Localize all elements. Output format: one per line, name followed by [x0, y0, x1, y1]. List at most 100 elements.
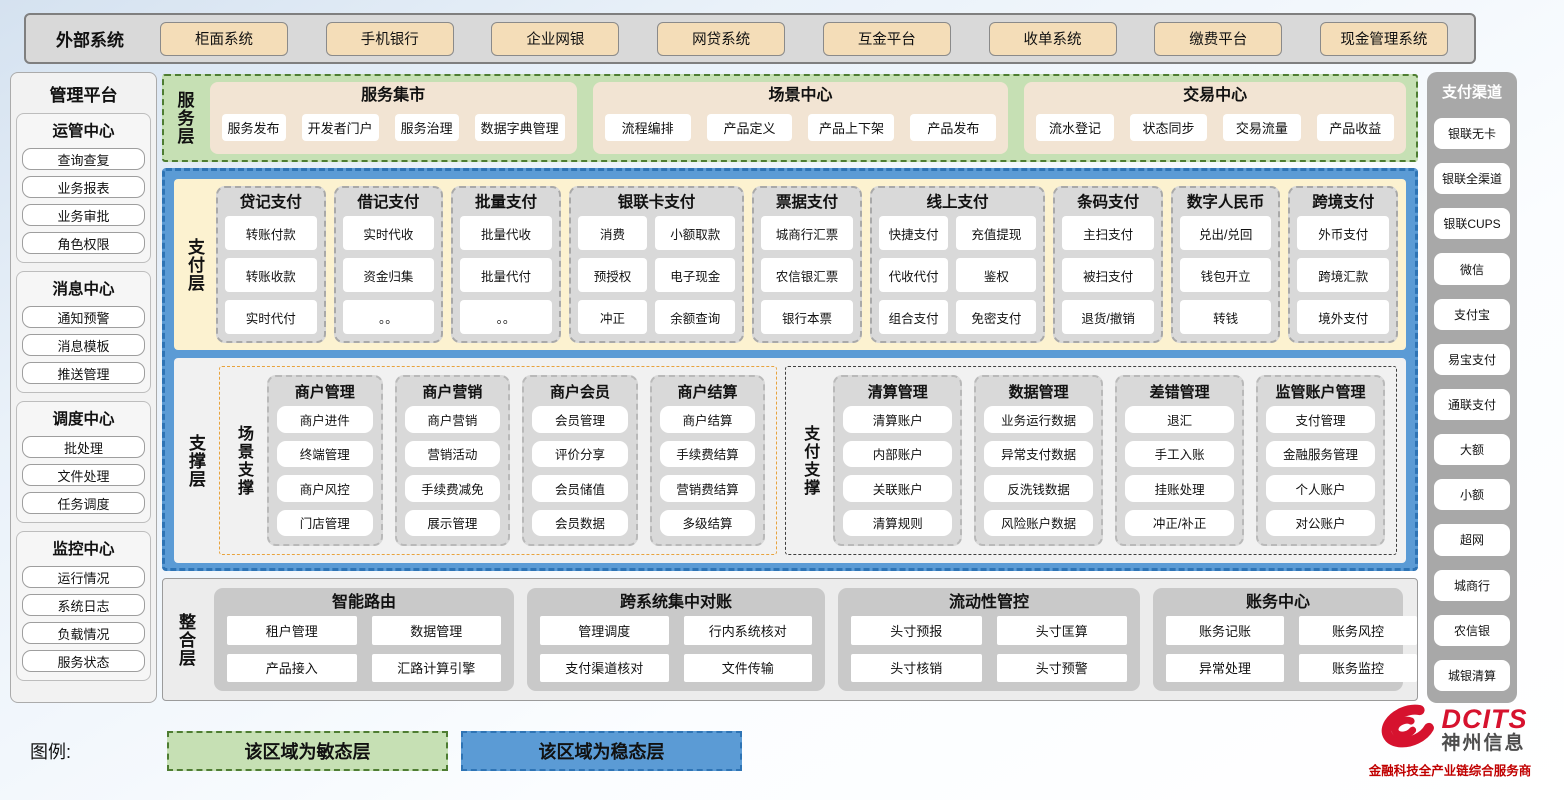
management-group-title: 运管中心	[52, 123, 115, 140]
support-item: 手续费结算	[659, 440, 756, 467]
payment-item: 转账付款	[225, 216, 317, 250]
integration-panel: 流动性管控头寸预报头寸匡算头寸核销头寸预警	[838, 588, 1140, 691]
legend-label: 图例:	[30, 742, 72, 762]
payment-column: 条码支付主扫支付被扫支付退货/撤销	[1053, 186, 1163, 343]
dcits-logo-texts: DCITS 神州信息	[1441, 703, 1528, 755]
payment-column-items: 快捷支付充值提现代收代付鉴权组合支付免密支付	[878, 216, 1037, 334]
support-item: 对公账户	[1266, 509, 1376, 536]
support-column: 清算管理清算账户内部账户关联账户清算规则	[833, 375, 963, 546]
management-item: 负载情况	[22, 622, 145, 644]
payment-channel-item: 城银清算	[1434, 659, 1510, 692]
payment-item: 电子现金	[655, 258, 736, 292]
logo-brand: DCITS	[1441, 703, 1528, 734]
service-panel-title: 场景中心	[768, 87, 833, 104]
support-item: 手工入账	[1125, 440, 1235, 467]
legend-item-agile: 该区域为敏态层	[167, 731, 449, 771]
integration-item: 头寸核销	[851, 653, 982, 682]
payment-item: 农信银汇票	[761, 258, 853, 292]
management-group: 运管中心查询查复业务报表业务审批角色权限	[16, 113, 151, 263]
management-item: 推送管理	[22, 362, 145, 384]
support-item: 金融服务管理	[1266, 440, 1376, 467]
management-item: 业务报表	[22, 176, 145, 198]
management-platform-groups: 运管中心查询查复业务报表业务审批角色权限消息中心通知预警消息模板推送管理调度中心…	[16, 113, 151, 681]
support-item: 展示管理	[404, 509, 501, 536]
service-panel-title: 服务集市	[361, 87, 426, 104]
payment-column-title: 票据支付	[776, 194, 839, 211]
payment-column-title: 银联卡支付	[617, 194, 696, 211]
integration-item: 头寸预报	[851, 616, 982, 645]
service-layer-label: 服务层	[174, 91, 194, 145]
support-item: 门店管理	[277, 509, 373, 536]
payment-column-items: 主扫支付被扫支付退货/撤销	[1062, 216, 1154, 334]
service-panel-items: 流水登记状态同步交易流量产品收益	[1036, 108, 1395, 154]
management-item: 系统日志	[22, 594, 145, 616]
legend-item-stable: 该区域为稳态层	[461, 731, 743, 771]
payment-item: 代收代付	[878, 258, 949, 292]
payment-item: 免密支付	[956, 300, 1037, 334]
service-panel-title: 交易中心	[1183, 87, 1248, 104]
payment-column-title: 线上支付	[926, 194, 989, 211]
management-group: 调度中心批处理文件处理任务调度	[16, 401, 151, 523]
payment-item: 实时代付	[225, 300, 317, 334]
payment-item: 。。	[342, 300, 435, 334]
payment-channel-item: 支付宝	[1434, 298, 1510, 330]
payment-item: 资金归集	[342, 258, 435, 292]
support-column-title: 商户会员	[549, 384, 610, 401]
support-item: 会员管理	[532, 406, 628, 433]
external-system-item: 互金平台	[822, 21, 951, 56]
service-item: 数据字典管理	[474, 113, 565, 141]
payment-item: 被扫支付	[1062, 258, 1154, 292]
payment-item: 实时代收	[342, 216, 435, 250]
payment-item: 外币支付	[1297, 216, 1390, 250]
payment-item: 退货/撤销	[1062, 300, 1154, 334]
payment-item: 鉴权	[956, 258, 1037, 292]
payment-item: 冲正	[577, 300, 648, 334]
support-item: 会员数据	[532, 509, 628, 536]
payment-column-title: 条码支付	[1077, 194, 1140, 211]
management-group: 监控中心运行情况系统日志负载情况服务状态	[16, 531, 151, 681]
service-panel: 服务集市服务发布开发者门户服务治理数据字典管理	[209, 82, 577, 154]
integration-item: 产品接入	[227, 653, 357, 682]
integration-panel-title: 流动性管控	[948, 594, 1029, 611]
payment-item: 境外支付	[1297, 300, 1390, 334]
service-panel: 场景中心流程编排产品定义产品上下架产品发布	[592, 82, 1009, 154]
service-item: 流水登记	[1036, 113, 1114, 141]
external-system-item: 手机银行	[325, 21, 454, 56]
management-item: 文件处理	[22, 464, 145, 486]
external-system-item: 企业网银	[491, 21, 620, 56]
payment-item: 。。	[460, 300, 552, 334]
payment-channel-item: 大额	[1434, 434, 1510, 466]
payment-column: 票据支付城商行汇票农信银汇票银行本票	[752, 186, 862, 343]
support-item: 业务运行数据	[984, 406, 1094, 433]
support-item: 商户结算	[659, 406, 756, 433]
integration-panel-items: 头寸预报头寸匡算头寸核销头寸预警	[851, 616, 1127, 682]
management-platform: 管理平台 运管中心查询查复业务报表业务审批角色权限消息中心通知预警消息模板推送管…	[10, 72, 157, 703]
support-column-title: 数据管理	[1008, 384, 1069, 401]
integration-item: 租户管理	[227, 616, 357, 645]
service-panel-items: 流程编排产品定义产品上下架产品发布	[604, 108, 997, 154]
support-column-items: 业务运行数据异常支付数据反洗钱数据风险账户数据	[984, 406, 1094, 536]
support-item: 手续费减免	[404, 475, 501, 502]
integration-layer: 整合层 智能路由租户管理数据管理产品接入汇路计算引擎跨系统集中对账管理调度行内系…	[162, 578, 1418, 701]
integration-item: 账务监控	[1299, 653, 1417, 682]
support-group-label: 场景支撑	[235, 424, 252, 497]
integration-panel-title: 账务中心	[1245, 594, 1310, 611]
payment-column-items: 转账付款转账收款实时代付	[225, 216, 317, 334]
payment-column: 批量支付批量代收批量代付。。	[451, 186, 561, 343]
payment-item: 转账收款	[225, 258, 317, 292]
management-item: 查询查复	[22, 148, 145, 170]
payment-layer: 支付层 贷记支付转账付款转账收款实时代付借记支付实时代收资金归集。。批量支付批量…	[174, 179, 1406, 350]
support-item: 会员储值	[532, 475, 628, 502]
payment-column: 线上支付快捷支付充值提现代收代付鉴权组合支付免密支付	[869, 186, 1046, 343]
payment-item: 主扫支付	[1062, 216, 1154, 250]
integration-panel-title: 智能路由	[331, 594, 396, 611]
support-column-title: 商户管理	[294, 384, 355, 401]
integration-item: 头寸预警	[996, 653, 1127, 682]
integration-panel: 跨系统集中对账管理调度行内系统核对支付渠道核对文件传输	[527, 588, 825, 691]
integration-item: 头寸匡算	[996, 616, 1127, 645]
support-column-items: 退汇手工入账挂账处理冲正/补正	[1125, 406, 1235, 536]
management-group-title: 监控中心	[52, 541, 115, 558]
payment-column-items: 消费小额取款预授权电子现金冲正余额查询	[577, 216, 736, 334]
support-column: 商户会员会员管理评价分享会员储值会员数据	[522, 375, 638, 546]
payment-channel-item: 微信	[1434, 253, 1510, 285]
